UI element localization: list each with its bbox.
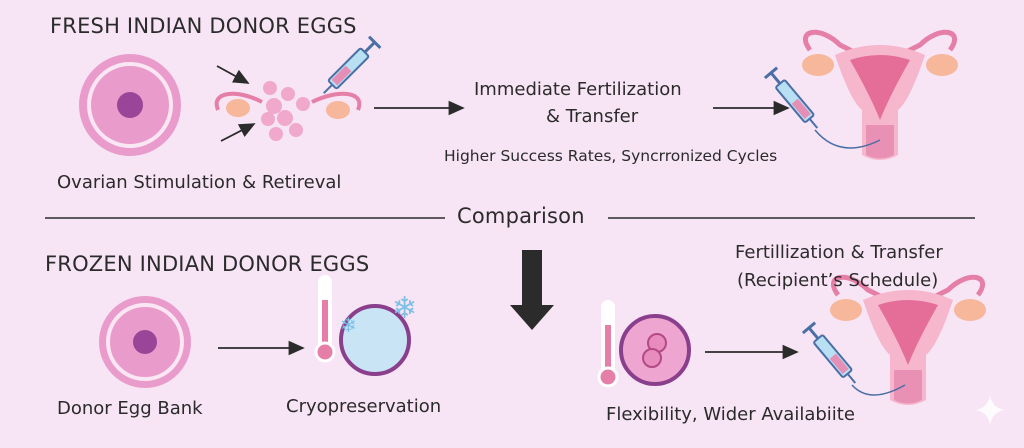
syringe-icon [763,66,825,135]
down-arrow-icon [510,250,554,330]
frozen-title: FROZEN INDIAN DONOR EGGS [45,252,370,276]
ovarian-stimulation-icon [214,35,382,142]
frozen-benefits: Flexibility, Wider Availabiite [606,404,855,425]
thermometer-icon [314,273,336,363]
thermometer-icon [597,298,619,388]
frozen-step3-line2: (Recipient’s Schedule) [737,270,939,291]
svg-text:❄: ❄ [340,313,357,337]
fresh-step2-line2: & Transfer [546,106,639,127]
comparison-label: Comparison [457,204,585,228]
fresh-step2-line1: Immediate Fertilization [474,79,682,100]
svg-text:❄: ❄ [392,291,417,326]
frozen-step2-caption: Cryopreservation [286,396,442,417]
fresh-step1-caption: Ovarian Stimulation & Retireval [57,172,342,193]
frozen-step1-caption: Donor Egg Bank [57,398,203,419]
fresh-title: FRESH INDIAN DONOR EGGS [50,14,357,38]
uterus-icon [802,32,958,160]
donor-egg-icon [79,54,181,156]
syringe-icon [801,321,863,390]
embryo-icon [619,314,691,386]
donor-egg-bank-icon [99,296,191,388]
fresh-benefits: Higher Success Rates, Syncrronized Cycle… [444,147,778,165]
sparkle-icon [975,395,1005,425]
frozen-step3-line1: Fertillization & Transfer [735,242,943,263]
frozen-egg-icon: ❄ ❄ [339,291,417,376]
